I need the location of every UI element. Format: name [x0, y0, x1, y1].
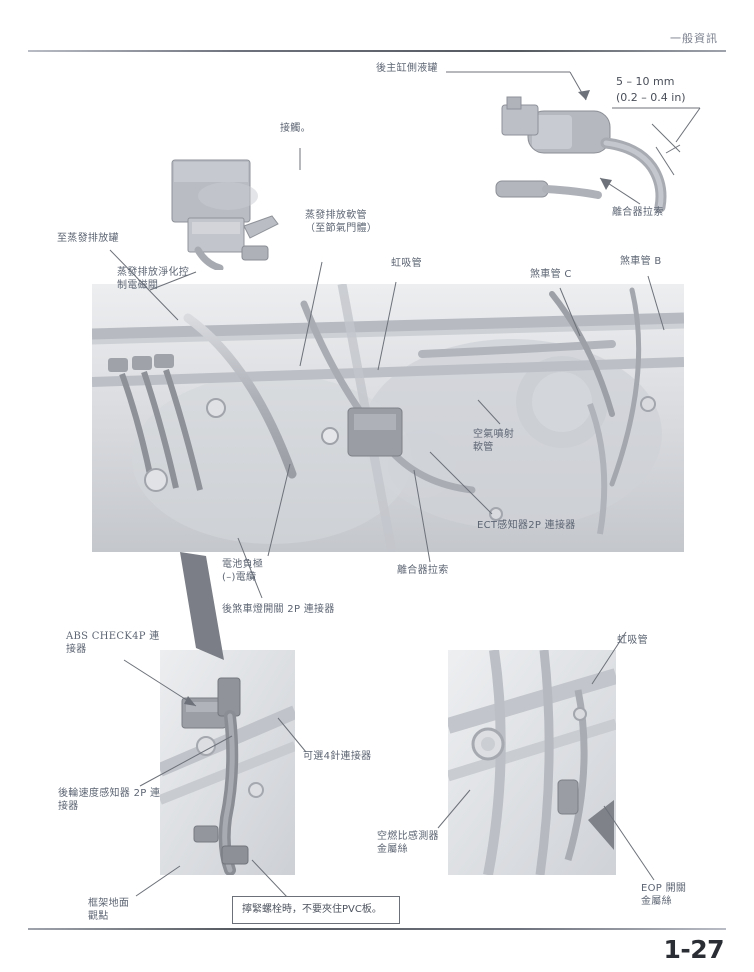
callout-evap-purge-control-solenoid: 蒸發排放淨化控 制電磁閥 — [117, 267, 190, 291]
callout-optional-4pin-connector: 可選4針連接器 — [303, 751, 372, 762]
dimension-metric: 5 – 10 mm — [616, 75, 675, 88]
page-header-title: 一般資訊 — [670, 32, 718, 45]
callout-contact: 接觸。 — [280, 123, 311, 134]
engine-bay-illustration — [92, 284, 684, 552]
sensor-wires-illustration — [448, 650, 616, 875]
callout-air-injection-hose: 空氣噴射 軟管 — [473, 429, 515, 453]
photo-evap-solenoid — [168, 150, 288, 270]
callout-ect-sensor-2p-connector: ECT感知器2P 連接器 — [477, 520, 576, 531]
callout-clutch-cable-top: 離合器拉索 — [612, 207, 664, 218]
callout-siphon-tube-lower: 虹吸管 — [617, 635, 648, 646]
footer-rule — [28, 928, 726, 930]
dimension-imperial: (0.2 – 0.4 in) — [616, 91, 686, 104]
callout-af-sensor-wire: 空燃比感測器 金屬絲 — [377, 831, 439, 855]
callout-rear-wheel-speed-sensor-2p-connector: 後輪速度感知器 2P 連 接器 — [58, 788, 161, 812]
callout-battery-negative-cable: 電池負極 (–)電纜 — [222, 559, 264, 583]
callout-rear-master-cyl-reservoir: 後主缸側液罐 — [376, 63, 438, 74]
callout-evap-hose-to-throttle-body: 蒸發排放軟管 （至節氣門體） — [305, 210, 378, 234]
callout-abs-check-4p-connector: ABS CHECK4P 連 接器 — [66, 631, 160, 655]
note-box: 擰緊螺栓時，不要夾住PVC板。 — [232, 896, 400, 924]
page-number: 1-27 — [663, 935, 724, 964]
rear-connectors-illustration — [160, 650, 295, 875]
callout-brake-pipe-c: 煞車管 C — [530, 269, 572, 280]
callout-eop-switch-wire: EOP 開關 金屬絲 — [641, 883, 687, 907]
photo-sensor-wires-inset — [448, 650, 616, 875]
callout-rear-brake-light-switch-2p-connector: 後煞車燈開關 2P 連接器 — [222, 604, 335, 615]
photo-main-engine-bay — [92, 284, 684, 552]
callout-frame-ground-view: 框架地面 觀點 — [88, 898, 130, 922]
callout-clutch-cable-mid: 離合器拉索 — [397, 565, 449, 576]
evap-solenoid-illustration — [171, 159, 279, 270]
photo-rear-connectors-inset — [160, 650, 295, 875]
callout-to-evap-canister: 至蒸發排放罐 — [57, 233, 119, 244]
callout-brake-pipe-b: 煞車管 B — [620, 256, 662, 267]
callout-siphon-tube-top: 虹吸管 — [391, 258, 422, 269]
header-rule — [28, 50, 726, 52]
